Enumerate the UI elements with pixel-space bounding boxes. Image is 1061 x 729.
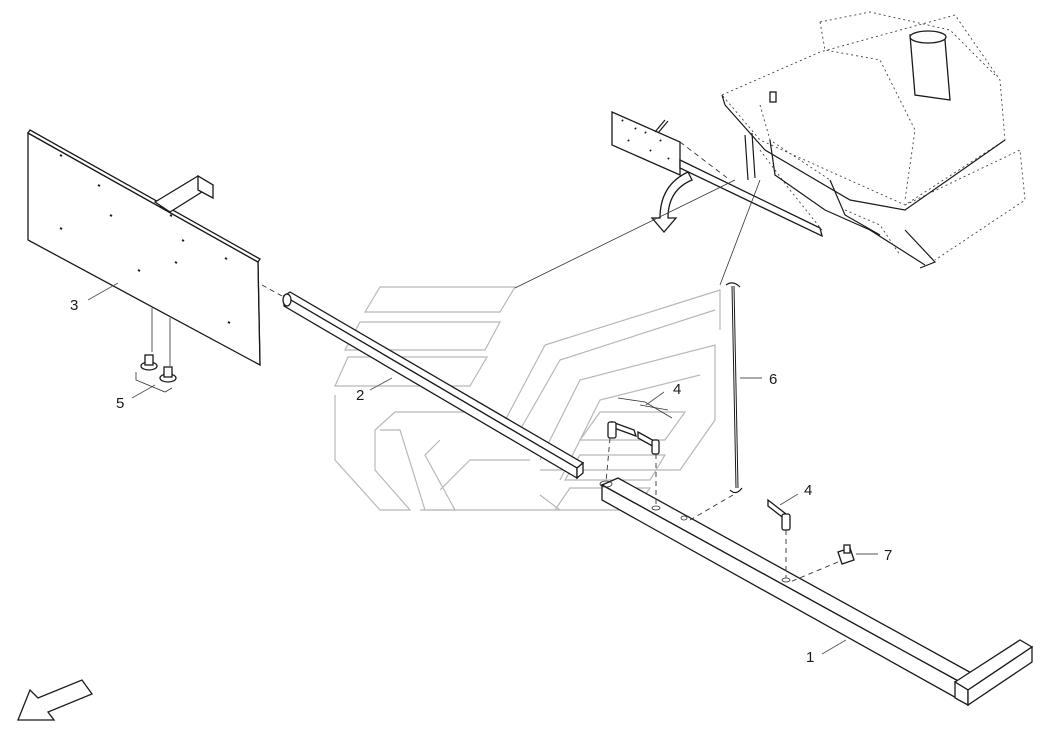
callout-5: 5 bbox=[116, 395, 124, 412]
callout-4b: 4 bbox=[804, 482, 812, 499]
callout-1: 1 bbox=[806, 649, 814, 666]
machine-hopper bbox=[721, 11, 1026, 269]
callout-labels: 1 2 3 4 4 5 6 7 bbox=[70, 297, 892, 666]
callout-4a: 4 bbox=[673, 381, 681, 398]
direction-arrow-icon bbox=[17, 679, 94, 721]
watermark-logo bbox=[334, 286, 721, 511]
part-1-main-beam bbox=[599, 477, 1034, 707]
bracket-plate bbox=[611, 111, 823, 238]
part-2-tube bbox=[282, 291, 585, 480]
part-5-knobs bbox=[135, 308, 177, 393]
part-3-plate-assembly bbox=[27, 129, 283, 367]
part-7-clip bbox=[789, 544, 855, 583]
leader-lines bbox=[87, 282, 878, 655]
part-6-rod bbox=[689, 282, 743, 521]
callout-6: 6 bbox=[769, 371, 777, 388]
part-4-levers bbox=[605, 397, 791, 578]
callout-3: 3 bbox=[70, 297, 78, 314]
mounting-arrow-icon bbox=[650, 171, 693, 233]
callout-7: 7 bbox=[884, 547, 892, 564]
callout-2: 2 bbox=[356, 387, 364, 404]
